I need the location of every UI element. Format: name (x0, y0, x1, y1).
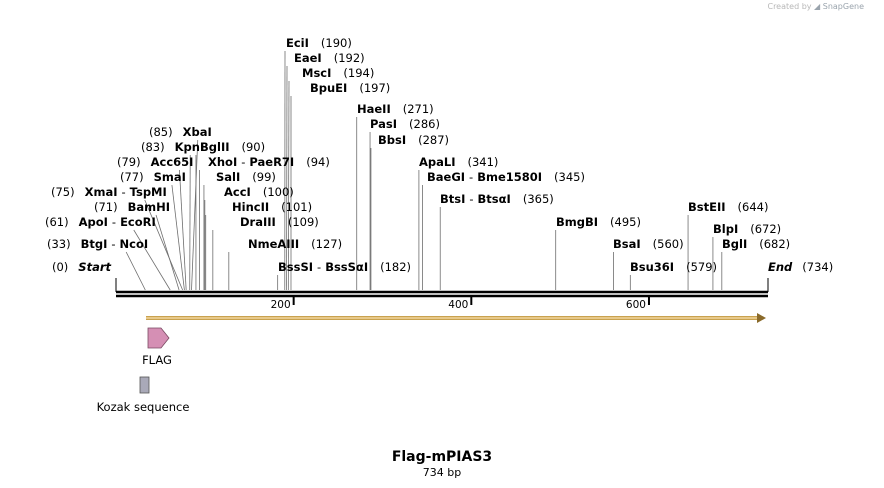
ruler-label-400: 400 (448, 299, 468, 311)
site-label-draiii[interactable]: DraIII(109) (240, 215, 319, 229)
site-label-sali[interactable]: SalI(99) (216, 170, 276, 184)
site-connector-xmai-tspmi (144, 199, 183, 291)
snapgene-logo-icon: ◢ (814, 2, 821, 11)
site-label-apoi-ecori[interactable]: (61)ApoI-EcoRI (45, 215, 156, 229)
site-connector-bamhi (155, 214, 180, 291)
site-label-acc65i[interactable]: (79)Acc65I (117, 155, 193, 169)
site-connector-acc65i (179, 169, 187, 291)
site-label-pasi[interactable]: PasI(286) (370, 117, 440, 131)
site-connector-btgi-ncoi (125, 251, 146, 291)
site-connector-apoi-ecori (133, 229, 171, 291)
site-label-haeii[interactable]: HaeII(271) (357, 102, 434, 116)
site-label-bamhi[interactable]: (71)BamHI (94, 200, 170, 214)
site-label-apali[interactable]: ApaLI(341) (419, 155, 498, 169)
site-label-bsssi-bsss-i[interactable]: BssSI-BssSαI(182) (278, 260, 411, 274)
snapgene-credit: Created by ◢ SnapGene (767, 2, 864, 11)
site-label-eaei[interactable]: EaeI(192) (294, 51, 365, 65)
site-connector-msci (287, 80, 290, 291)
site-label-kpni[interactable]: (83)KpnI (141, 140, 204, 154)
kozak-feature-label: Kozak sequence (97, 400, 190, 414)
site-label-bmgbi[interactable]: BmgBI(495) (556, 215, 641, 229)
site-label-blpi[interactable]: BlpI(672) (713, 222, 781, 236)
site-label-btgi-ncoi[interactable]: (33)BtgI-NcoI (47, 237, 148, 251)
site-label-bglii[interactable]: BglII(90) (200, 140, 265, 154)
credit-brand: SnapGene (822, 2, 864, 11)
site-label-bsu36i[interactable]: Bsu36I(579) (630, 260, 717, 274)
kozak-feature-box[interactable] (139, 376, 150, 394)
site-label-acci[interactable]: AccI(100) (224, 185, 294, 199)
site-labels: EciI(190)EaeI(192)MscI(194)BpuEI(197) Hae… (45, 36, 833, 274)
site-label-bpuei[interactable]: BpuEI(197) (310, 81, 390, 95)
feature-track: FLAG Kozak sequence (97, 313, 766, 414)
start-label: (0)Start (52, 260, 112, 274)
plasmid-length: 734 bp (422, 466, 462, 479)
site-label-nmeaiii[interactable]: NmeAIII(127) (248, 237, 342, 251)
site-label-bsteii[interactable]: BstEII(644) (688, 200, 768, 214)
plasmid-name: Flag-mPIAS3 (391, 449, 493, 465)
site-label-msci[interactable]: MscI(194) (302, 66, 374, 80)
ruler-label-200: 200 (271, 299, 291, 311)
site-label-xmai-tspmi[interactable]: (75)XmaI-TspMI (51, 185, 167, 199)
ruler-label-600: 600 (626, 299, 646, 311)
flag-feature-label: FLAG (142, 353, 172, 367)
site-label-bsai[interactable]: BsaI(560) (613, 237, 684, 251)
credit-prefix: Created by (767, 2, 812, 11)
site-connector-smai (171, 184, 185, 291)
site-label-btsi-bts-i[interactable]: BtsI-BtsαI(365) (440, 192, 554, 206)
site-label-smai[interactable]: (77)SmaI (120, 170, 186, 184)
site-connectors (125, 50, 723, 291)
flag-feature-arrow[interactable] (147, 327, 170, 349)
site-label-baegi-bme1580i[interactable]: BaeGI-Bme1580I(345) (427, 170, 585, 184)
sequence-backbone: 200 400 600 (115, 278, 769, 311)
site-label-ecii[interactable]: EciI(190) (286, 36, 352, 50)
site-label-hincii[interactable]: HincII(101) (232, 200, 312, 214)
site-label-xbai[interactable]: (85)XbaI (149, 125, 212, 139)
site-label-bgli[interactable]: BglI(682) (722, 237, 790, 251)
end-label: End(734) (768, 260, 833, 274)
orf-arrowhead-icon (757, 313, 766, 323)
site-label-bbsi[interactable]: BbsI(287) (378, 133, 449, 147)
site-connector-xbai (191, 139, 199, 291)
site-label-xhoi-paer7i[interactable]: XhoI-PaeR7I(94) (208, 155, 330, 169)
